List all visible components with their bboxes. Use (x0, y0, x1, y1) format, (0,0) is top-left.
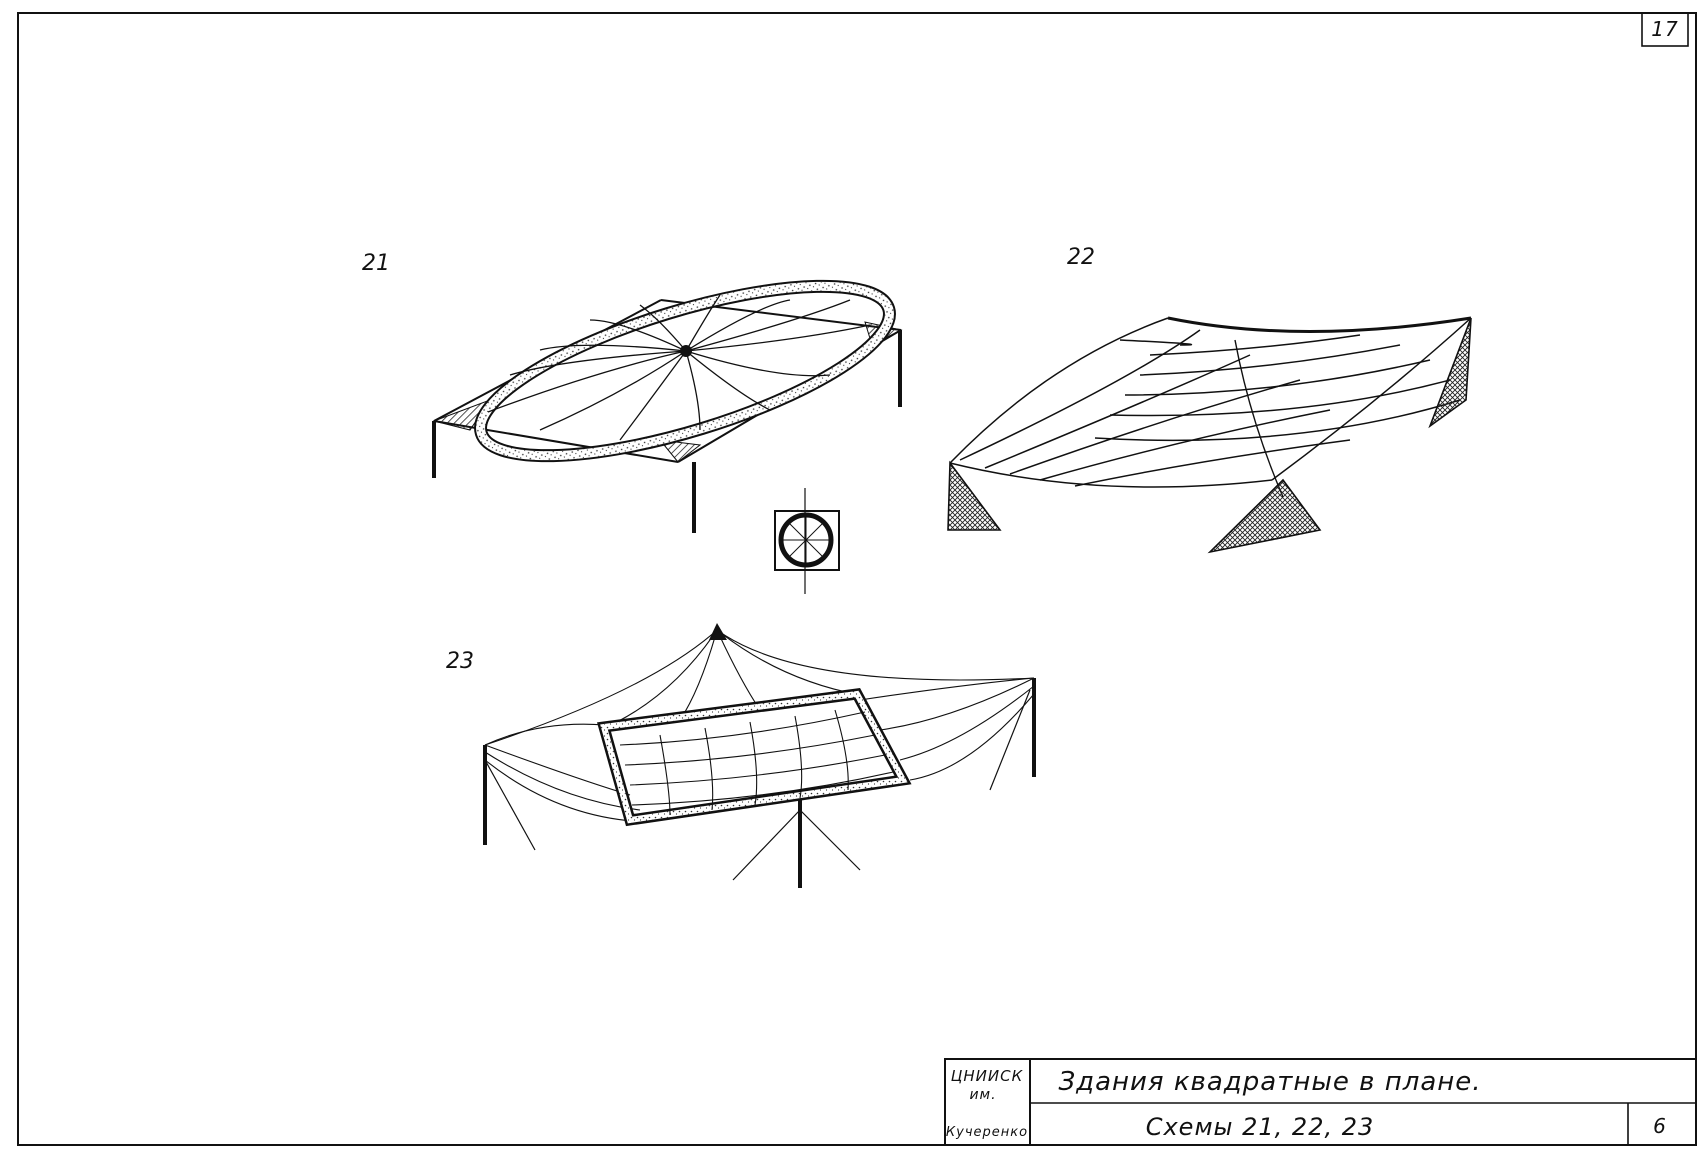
drawing-subtitle: Схемы 21, 22, 23 (1146, 1113, 1375, 1141)
org-name-line3: Кучеренко (946, 1125, 1028, 1140)
scheme-23-cables (484, 629, 1035, 823)
scheme-21-center-node (680, 345, 692, 357)
plan-symbol (774, 488, 840, 594)
scheme-21-label: 21 (362, 251, 390, 276)
scheme-22-support (1428, 317, 1472, 429)
title-block (944, 1058, 1697, 1146)
scheme-22: 22 (947, 245, 1472, 554)
scheme-22-label: 22 (1067, 245, 1095, 270)
scheme-22-support (947, 460, 1002, 531)
drawing-title: Здания квадратные в плане. (1058, 1067, 1481, 1097)
scheme-21-corner-support (658, 439, 702, 463)
scheme-21: 21 (362, 251, 903, 533)
page-number: 17 (1651, 17, 1678, 41)
scheme-21-cables (487, 294, 871, 441)
scheme-23: 23 (446, 623, 1036, 888)
page-number-box: 17 (1641, 12, 1689, 47)
sheet-number: 6 (1653, 1114, 1667, 1138)
sheet-border (17, 12, 1697, 1146)
org-name-line2: им. (969, 1087, 996, 1103)
org-name-line1: ЦНИИСК (951, 1067, 1024, 1085)
scheme-22-support (1207, 478, 1322, 554)
scheme-23-label: 23 (446, 649, 474, 674)
